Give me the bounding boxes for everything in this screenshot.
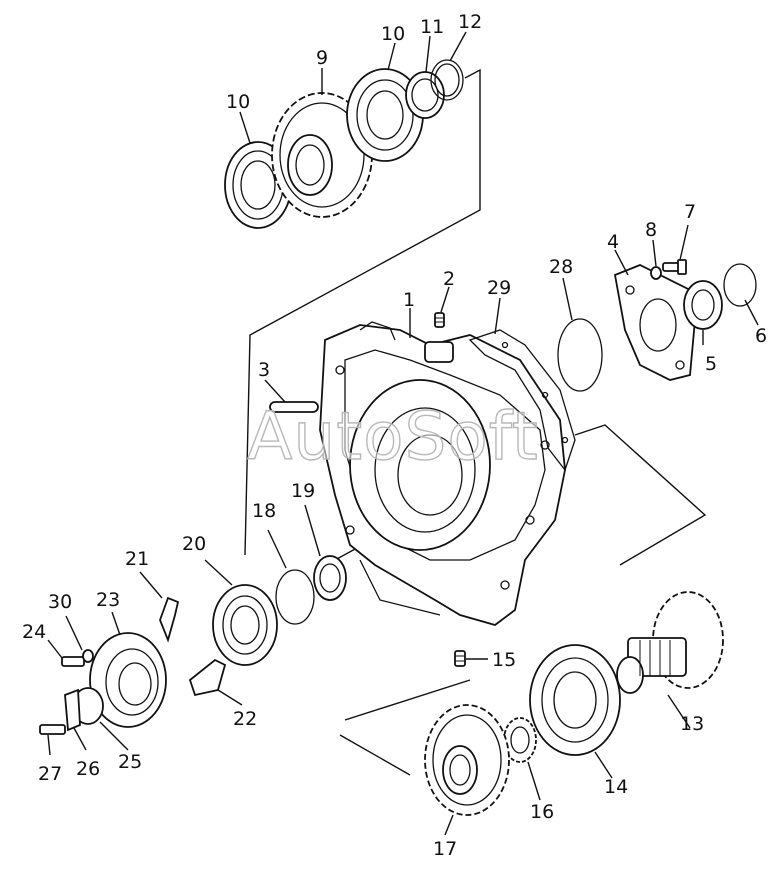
bearing-14 [529,644,621,756]
assembly-guide-lines [244,68,707,776]
housing-1 [319,321,566,626]
callout-9: 9 [316,47,328,69]
callout-12: 12 [458,11,482,33]
bolt-7 [662,259,687,275]
callout-10-right: 10 [381,23,405,45]
leader-lines [47,31,759,836]
bearing-10-right [346,68,424,162]
ring-19 [313,555,347,601]
bolt-24 [61,656,85,667]
plug-15 [454,650,466,667]
callout-labels: 1 2 3 4 5 6 7 8 9 10 10 11 12 13 14 15 1… [22,11,767,860]
watermark: AutoSoft [247,397,539,475]
bolt-27 [39,724,66,735]
callout-15: 15 [492,649,516,671]
cap-23 [89,632,167,728]
ring-11 [405,71,445,119]
callout-18: 18 [252,500,276,522]
callout-19: 19 [291,480,315,502]
spline-ring-16 [503,717,537,763]
plate-22 [188,658,227,697]
plug-2 [434,312,445,328]
gear-shaft-13 [616,591,724,694]
washer-30 [82,649,94,663]
callout-1: 1 [403,289,415,311]
callout-22: 22 [233,708,257,730]
callout-16: 16 [530,801,554,823]
callout-21: 21 [125,548,149,570]
bearing-20 [212,584,278,666]
callout-2: 2 [443,268,455,290]
callout-13: 13 [680,713,704,735]
callout-7: 7 [684,201,696,223]
pin-3 [269,401,319,413]
callout-24: 24 [22,621,46,643]
callout-20: 20 [182,533,206,555]
snap-ring-12 [430,59,464,101]
lock-plate-26 [64,688,81,732]
callout-25: 25 [118,751,142,773]
gasket-29 [468,329,576,472]
callout-11: 11 [420,16,444,38]
callout-8: 8 [645,219,657,241]
callout-28: 28 [549,256,573,278]
callout-5: 5 [705,353,717,375]
callout-10-left: 10 [226,91,250,113]
gear-17 [424,704,510,816]
callout-26: 26 [76,758,100,780]
ring-18 [275,569,315,625]
snap-ring-6 [723,263,757,307]
callout-14: 14 [604,776,628,798]
callout-30: 30 [48,591,72,613]
callout-23: 23 [96,589,120,611]
washer-8 [650,266,662,280]
o-ring-28 [557,318,603,392]
callout-6: 6 [755,325,767,347]
callout-3: 3 [258,359,270,381]
plate-21 [159,596,180,643]
callout-4: 4 [607,231,619,253]
bearing-5 [683,280,723,330]
callout-17: 17 [433,838,457,860]
callout-29: 29 [487,277,511,299]
callout-27: 27 [38,763,62,785]
cover-4 [613,264,696,381]
